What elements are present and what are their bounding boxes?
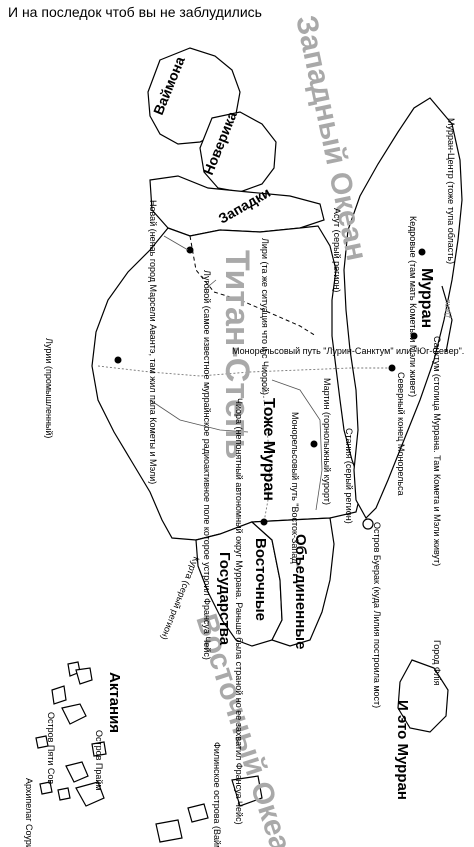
sanktum-label: Санктум (столица Муррана. Там Комета и М… xyxy=(432,336,442,566)
vostok-city-marker xyxy=(260,518,268,526)
novay-city-marker xyxy=(186,246,194,254)
ostrov-praym-label: Остров Прайм xyxy=(94,730,104,791)
lugovoy-label: Луговой (самое известное муррайнское рад… xyxy=(202,270,212,660)
noverika-island xyxy=(199,111,277,193)
tozhe-murran-border xyxy=(271,379,323,511)
i-eto-murran-label: И это Мурран xyxy=(394,700,411,800)
obedinennye-label: Объединенные xyxy=(292,534,309,649)
novay-label: Новай (ненаь город Марсели Авантэ, там ж… xyxy=(148,200,158,484)
united-region xyxy=(250,517,335,647)
filinskoe-label: Филинское острова (Ваймона) xyxy=(212,742,222,847)
murran-continent xyxy=(343,97,463,519)
murran-center-label: Мурран-Центр (тоже тупа область) xyxy=(446,118,456,264)
kedrovye-label: Кедровые (там мать Кометы и Мэли живет) xyxy=(408,216,418,397)
lurii-label: Лурии (промышленный) xyxy=(44,338,54,438)
severny-konets-label: Северный конец Монорельса xyxy=(396,372,406,496)
dali-label: Даль xyxy=(443,299,452,318)
liri-label: Лири (та же ситуация что и с Чиорой) xyxy=(260,238,270,395)
asut-label: Асут (серый регион) xyxy=(332,208,342,292)
lurii-city-marker xyxy=(114,356,122,364)
ostrov-pyati-sov-label: Остров Пяти Сов xyxy=(46,712,56,784)
map-caption: И на последок чтоб вы не заблудились xyxy=(8,4,262,20)
aktaniya-islands xyxy=(35,661,107,807)
kedrovye-city-marker xyxy=(418,248,426,256)
buerak-islet xyxy=(362,518,374,530)
tozhe-murran-label: Тоже Мурран xyxy=(260,398,277,501)
i-eto-murran-island xyxy=(397,659,449,733)
novay-pointer xyxy=(163,235,189,251)
monorail-west-east xyxy=(97,365,392,377)
gorod-fliya-label: Город Флія xyxy=(432,640,442,686)
vostochnye-label-2: Государства xyxy=(216,552,233,646)
titan-steppe-label: Титан-Степь xyxy=(218,250,256,459)
murran-label: Мурран xyxy=(418,268,435,328)
staniya-label: Стания (серый регион) xyxy=(344,428,354,524)
zapadki-border xyxy=(189,235,317,337)
filinskoe-islands xyxy=(155,775,263,843)
chiora-border xyxy=(149,399,249,433)
monorail-east-label: Монорельсовый путь "Восток-Запад" xyxy=(290,412,300,567)
sanktum-city-marker xyxy=(410,332,418,340)
ostrov-buerak-label: Остров Буерак (куда Лилия построила мост… xyxy=(372,522,382,708)
dali-strip xyxy=(441,285,453,353)
severny-konets-marker xyxy=(388,364,396,372)
martin-label: Мартин (горнолыжный курорт) xyxy=(322,378,332,505)
arhipelag-sourys-label: Архипелаг Соурис xyxy=(24,778,34,847)
vostochnye-label-1: Восточные xyxy=(252,538,269,621)
chiora-label: Чиора (непонятный автономный округ Мурра… xyxy=(234,398,244,825)
aktaniya-label: Актания xyxy=(106,672,123,733)
monorail-label: Монорельсовый путь "Лурин-Санктум" или "… xyxy=(232,346,464,356)
martin-city-marker xyxy=(310,440,318,448)
lugovoy-pointer xyxy=(203,279,217,291)
monorail-north-south xyxy=(261,379,271,523)
